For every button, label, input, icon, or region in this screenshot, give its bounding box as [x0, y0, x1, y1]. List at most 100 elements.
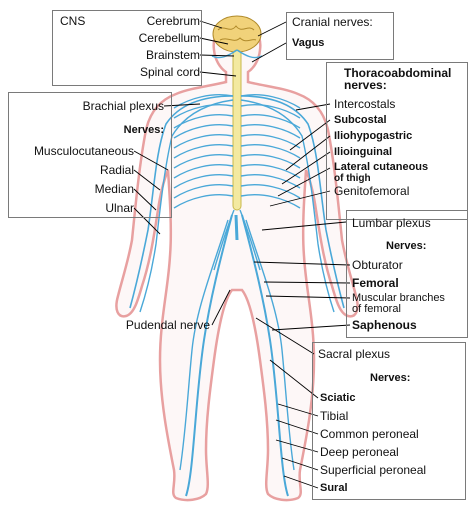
nerve-intercostal: [173, 104, 234, 119]
sacral-title: Sacral plexus: [318, 347, 391, 361]
nerve-leg-right-2: [245, 219, 295, 471]
leader-line: [277, 403, 319, 417]
label-radial: Radial: [99, 163, 134, 177]
leader-line: [133, 207, 161, 235]
label-subcostal: Subcostal: [334, 114, 387, 126]
leader-line: [265, 295, 351, 299]
label-common-peroneal: Common peroneal: [320, 427, 419, 441]
sacral-box: [312, 342, 466, 500]
nerve-arm-right: [240, 95, 345, 309]
nerve-intercostal: [240, 174, 301, 189]
thoraco-title-1: Thoracoabdominal: [344, 66, 452, 80]
cranial-box: [286, 12, 394, 60]
nerve-intercostal: [173, 164, 234, 179]
label-of-thigh: of thigh: [334, 173, 371, 184]
label-cerebellum: Cerebellum: [138, 31, 200, 45]
label-musculocutaneous: Musculocutaneous: [33, 144, 134, 158]
label-median: Median: [94, 182, 134, 196]
nerve-intercostal: [240, 114, 301, 129]
leader-line: [133, 188, 157, 211]
cranial-title: Cranial nerves:: [292, 15, 373, 29]
label-intercostals: Intercostals: [334, 97, 396, 111]
nerve-intercostal: [240, 104, 301, 119]
label-femoral: Femoral: [352, 276, 399, 290]
nerve-intercostal: [173, 124, 234, 139]
nerve-intercostal: [240, 164, 301, 179]
nerve-intercostal: [240, 144, 301, 159]
label-deep-peroneal: Deep peroneal: [320, 445, 399, 459]
leader-line: [257, 21, 287, 37]
label-cerebrum: Cerebrum: [146, 14, 200, 28]
label-lateral-cutaneous: Lateral cutaneous: [334, 161, 429, 173]
leader-line: [263, 281, 351, 284]
leader-line: [163, 103, 201, 107]
nerve-leg-left-2: [179, 219, 229, 471]
sacral-nerves-heading: Nerves:: [370, 372, 411, 384]
leader-line: [211, 289, 231, 326]
nerve-cauda: [234, 214, 239, 241]
nerve-intercostal: [173, 144, 234, 159]
leader-line: [281, 151, 331, 185]
label-sural: Sural: [320, 482, 348, 494]
leader-line: [277, 167, 331, 197]
label-spinal-cord: Spinal cord: [139, 65, 200, 79]
nerve-intercostal: [240, 184, 301, 199]
brain-folds: [217, 25, 257, 42]
leader-line: [269, 359, 319, 399]
nerve-sciatic-left: [185, 214, 233, 497]
nerve-intercostal: [173, 184, 234, 199]
leader-line: [269, 190, 331, 207]
nerve-intercostal: [173, 134, 234, 149]
leader-line: [253, 261, 351, 266]
label-pudendal-nerve: Pudendal nerve: [125, 318, 210, 332]
leader-line: [199, 71, 237, 77]
label-saphenous: Saphenous: [352, 318, 417, 332]
label-brainstem: Brainstem: [145, 48, 200, 62]
leader-line: [295, 103, 331, 111]
leader-line: [285, 135, 331, 171]
leader-line: [275, 439, 319, 453]
nerve-sciatic-right: [241, 214, 289, 497]
nerve-network: [129, 49, 345, 497]
nerve-intercostal: [240, 154, 301, 169]
label-genitofemoral: Genitofemoral: [334, 184, 410, 198]
label-iliohypogastric: Iliohypogastric: [334, 130, 413, 142]
label-ulnar: Ulnar: [105, 201, 134, 215]
leader-line: [261, 221, 347, 231]
leader-line: [289, 119, 331, 151]
lumbar-nerves-heading: Nerves:: [386, 240, 427, 252]
leader-line: [255, 317, 315, 355]
leader-line: [133, 169, 161, 191]
label-ilioinguinal: Ilioinguinal: [334, 146, 393, 158]
label-of-femoral: of femoral: [352, 303, 401, 315]
nerve-intercostal: [173, 194, 234, 209]
brachial-title: Brachial plexus: [82, 99, 164, 113]
label-sciatic: Sciatic: [320, 392, 356, 404]
label-tibial: Tibial: [320, 409, 349, 423]
label-muscular-branches: Muscular branches: [352, 292, 445, 304]
leader-line: [199, 20, 223, 29]
brachial-box: [8, 92, 172, 218]
thoraco-box: [326, 62, 468, 220]
cns-title: CNS: [60, 14, 86, 28]
nerve-arm-left-2: [139, 99, 234, 313]
leader-line: [133, 150, 169, 171]
lumbar-box: [346, 210, 468, 338]
label-vagus: Vagus: [292, 37, 325, 49]
leader-line: [271, 324, 351, 331]
leader-line: [199, 37, 229, 45]
leader-line: [275, 419, 319, 435]
body-outline: [115, 20, 359, 502]
label-superficial-peroneal: Superficial peroneal: [320, 463, 427, 477]
cns-box: [52, 10, 202, 86]
nerve-intercostal: [240, 124, 301, 139]
nerve-intercostal: [173, 154, 234, 169]
leader-line: [251, 42, 287, 63]
nerve-intercostal: [173, 114, 234, 129]
thoraco-title-2: nerves:: [344, 78, 387, 92]
lumbar-title: Lumbar plexus: [352, 216, 431, 230]
leader-line: [199, 54, 235, 57]
nerve-intercostal: [173, 174, 234, 189]
